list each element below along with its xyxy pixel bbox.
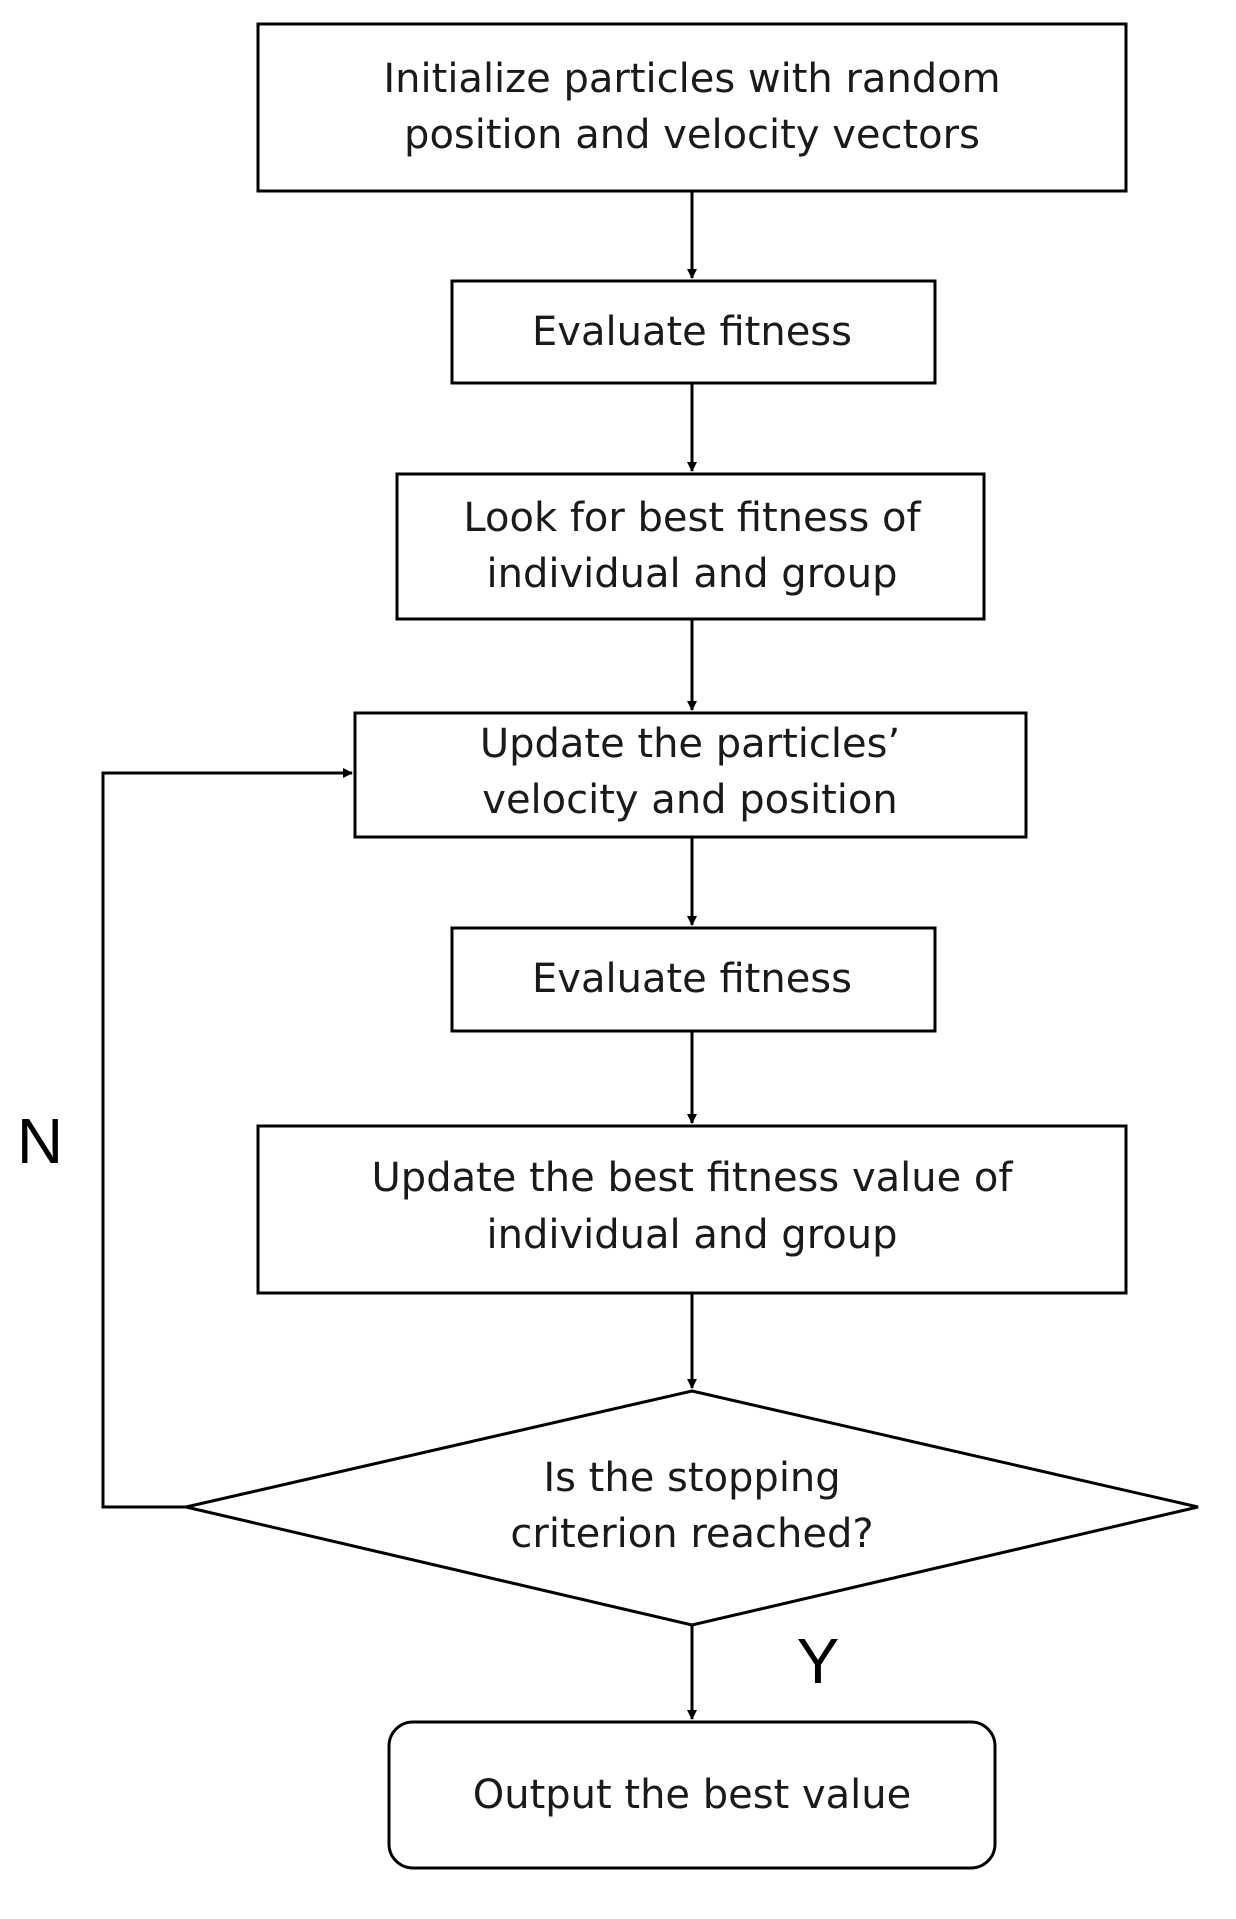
branch-label-no: N xyxy=(17,1105,63,1177)
output-best-value-box xyxy=(387,1720,997,1870)
update-best-label-line2: individual and group xyxy=(487,1212,898,1258)
branch-label-yes: Y xyxy=(797,1625,840,1697)
update-vp-label-line1: Update the particles’ xyxy=(480,721,900,767)
update-best-fitness-box xyxy=(256,1124,1128,1295)
decision-label-line2: criterion reached? xyxy=(510,1511,873,1557)
arrow-loop-back-no xyxy=(101,768,353,1509)
decision-label-line1: Is the stopping xyxy=(543,1455,840,1501)
init-label-line1: Initialize particles with random xyxy=(383,56,1000,102)
evaluate-fitness-label-2: Evaluate fitness xyxy=(532,956,852,1002)
init-label-line2: position and velocity vectors xyxy=(404,112,980,158)
update-vp-label-line2: velocity and position xyxy=(482,777,897,823)
evaluate-fitness-label-1: Evaluate fitness xyxy=(532,309,852,355)
stopping-criterion-decision xyxy=(185,1389,1199,1627)
update-best-label-line1: Update the best fitness value of xyxy=(372,1155,1014,1201)
look-label-line1: Look for best fitness of xyxy=(463,495,921,541)
output-label: Output the best value xyxy=(473,1772,912,1818)
look-label-line2: individual and group xyxy=(487,551,898,597)
init-box xyxy=(256,22,1128,193)
